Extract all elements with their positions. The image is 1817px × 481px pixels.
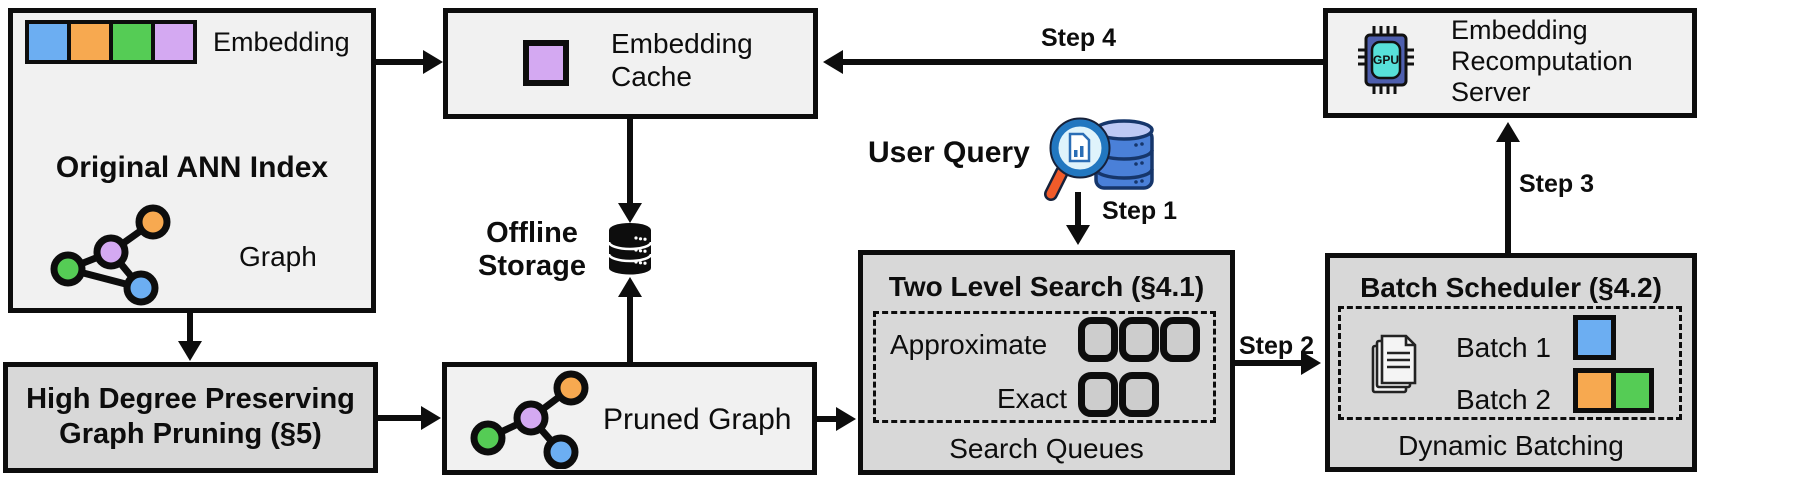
graph-pruning-box: High Degree Preserving Graph Pruning (§5… [3, 362, 378, 473]
dynamic-batching-footer: Dynamic Batching [1398, 430, 1624, 461]
color-square-orange [71, 24, 109, 60]
pruned-graph-box: Pruned Graph [442, 362, 817, 475]
batch-1-label: Batch 1 [1456, 332, 1551, 363]
embedding-cache-label: Embedding Cache [611, 28, 753, 92]
original-ann-index-box: Embedding Original ANN Index Graph [8, 8, 376, 313]
search-queues-footer: Search Queues [949, 433, 1144, 464]
dynamic-batching-dashed-panel [1338, 306, 1682, 420]
batch-2-squares [1573, 368, 1654, 413]
color-square-orange [1578, 373, 1611, 408]
offline-storage-database-icon [607, 223, 653, 275]
step-3-label: Step 3 [1519, 170, 1595, 198]
search-queues-dashed-panel [873, 311, 1216, 423]
queue-slot [1078, 317, 1118, 362]
embedding-cache-box: Embedding Cache [443, 8, 818, 119]
color-square-blue [1578, 320, 1611, 355]
recomputation-server-label: Embedding Recomputation Server [1451, 15, 1633, 107]
queue-slot [1119, 317, 1159, 362]
embedding-vector-icon [25, 20, 197, 64]
graph-label: Graph [239, 241, 317, 272]
batch-2-label: Batch 2 [1456, 384, 1551, 415]
step-1-label: Step 1 [1102, 197, 1178, 225]
color-square-green [113, 24, 151, 60]
step-2-label: Step 2 [1239, 332, 1315, 360]
embedding-row: Embedding [25, 20, 350, 64]
queue-slot [1078, 372, 1118, 417]
batch-scheduler-title: Batch Scheduler (§4.2) [1360, 272, 1662, 303]
queue-slot [1119, 372, 1159, 417]
step-4-label: Step 4 [1041, 24, 1117, 52]
batch-scheduler-box: Batch Scheduler (§4.2) Batch 1 Batch 2 D… [1325, 253, 1697, 472]
gpu-chip-label: GPU [1373, 53, 1399, 67]
color-square-green [1616, 373, 1649, 408]
queue-slot [1160, 317, 1200, 362]
graph-pruning-label: High Degree Preserving Graph Pruning (§5… [26, 383, 355, 450]
color-square-purple [155, 24, 193, 60]
ann-graph-icon [50, 204, 171, 306]
approximate-queue-slots [1078, 317, 1200, 362]
two-level-search-box: Two Level Search (§4.1) Approximate Exac… [858, 250, 1235, 475]
user-query-label: User Query [868, 136, 1030, 169]
batch-1-squares [1573, 315, 1616, 360]
cached-embedding-square-icon [523, 40, 569, 86]
exact-queue-slots [1078, 372, 1159, 417]
two-level-search-title: Two Level Search (§4.1) [888, 271, 1205, 302]
query-documents-icon [1371, 334, 1417, 394]
offline-storage-label: Offline Storage [478, 217, 586, 282]
pruned-graph-label: Pruned Graph [603, 403, 792, 436]
color-square-blue [29, 24, 67, 60]
exact-queue-label: Exact [996, 383, 1067, 414]
user-query-search-icon [1044, 117, 1154, 201]
gpu-chip-icon: GPU [1358, 26, 1414, 94]
original-ann-index-title: Original ANN Index [55, 151, 329, 184]
pruned-graph-icon [470, 370, 589, 469]
recomputation-server-box: GPU Embedding Recomputation Server [1323, 8, 1697, 118]
approximate-queue-label: Approximate [890, 329, 1048, 360]
embedding-label: Embedding [213, 26, 350, 57]
